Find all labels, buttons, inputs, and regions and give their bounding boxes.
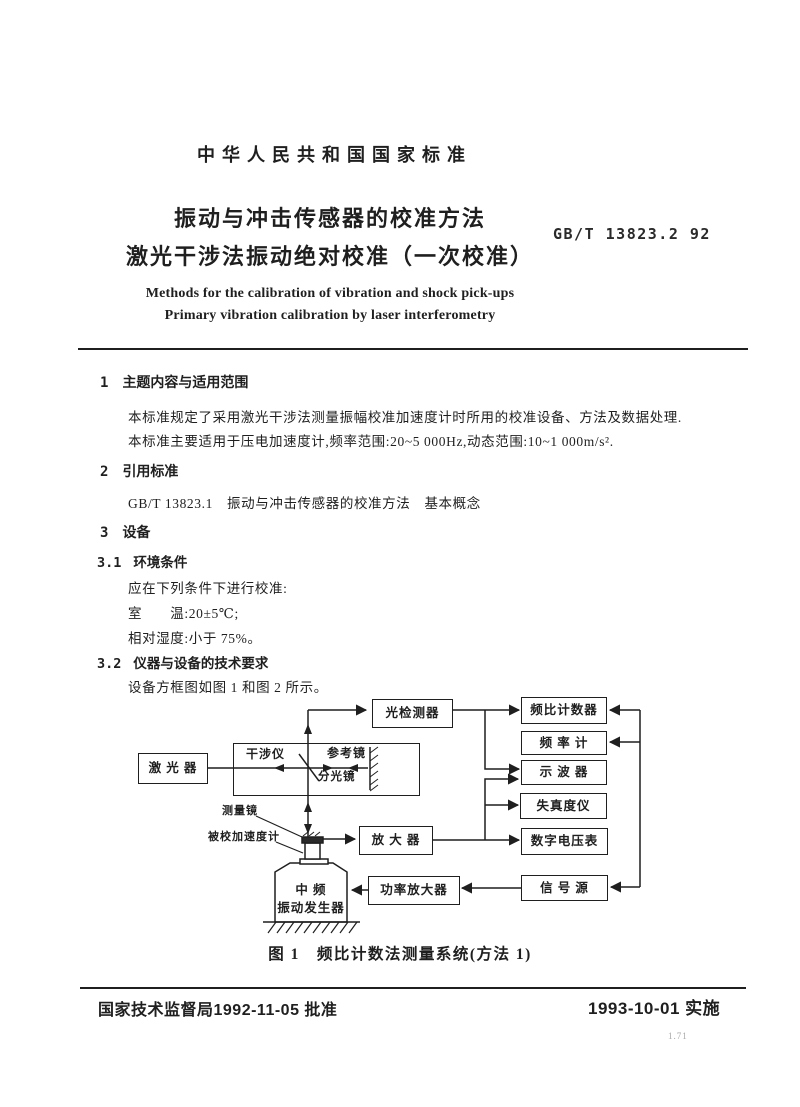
section-3-2-heading: 3.2 仪器与设备的技术要求: [97, 652, 268, 672]
amplifier-box: 放 大 器: [359, 826, 433, 855]
distortion-meter-box: 失真度仪: [520, 793, 607, 819]
frequency-meter-box: 频 率 计: [521, 731, 607, 755]
document-title-line1: 振动与冲击传感器的校准方法: [173, 206, 486, 231]
english-title-line2: Primary vibration calibration by laser i…: [164, 308, 496, 323]
header-rule: [78, 348, 748, 350]
faint-page-mark: 1.71: [668, 1031, 688, 1041]
section-3-number: 3: [100, 525, 109, 541]
signal-source-box: 信 号 源: [521, 875, 608, 901]
section-1-heading: 1 主题内容与适用范围: [100, 372, 248, 392]
laser-box: 激 光 器: [138, 753, 208, 784]
footer-implementation-date: 1993-10-01 实施: [588, 999, 721, 1018]
footer-rule: [80, 987, 746, 989]
accelerometer-leader: [275, 841, 304, 854]
section-3-1-line-2: 室 温:20±5℃;: [128, 606, 239, 621]
section-2-number: 2: [100, 464, 109, 480]
section-3-2-number: 3.2: [97, 656, 122, 672]
section-2-title: 引用标准: [122, 463, 179, 479]
section-1-paragraph-2: 本标准主要适用于压电加速度计,频率范围:20~5 000Hz,动态范围:10~1…: [128, 434, 614, 449]
measuring-mirror-leader: [255, 815, 303, 838]
ground-hatching: [267, 921, 358, 934]
oscilloscope-box: 示 波 器: [521, 760, 607, 785]
document-title-line2: 激光干涉法振动绝对校准（一次校准）: [125, 244, 534, 269]
power-amplifier-box: 功率放大器: [368, 876, 460, 905]
interferometer-label: 干涉仪: [246, 747, 286, 761]
section-2-heading: 2 引用标准: [100, 461, 178, 481]
diagram-lines: [206, 704, 641, 934]
section-3-2-line-1: 设备方框图如图 1 和图 2 所示。: [128, 680, 328, 695]
mirror-hatching: [369, 746, 379, 792]
photodetector-to-oscilloscope: [484, 710, 521, 775]
section-1-paragraph-1: 本标准规定了采用激光干涉法测量振幅校准加速度计时所用的校准设备、方法及数据处理.: [128, 410, 682, 425]
section-3-1-line-1: 应在下列条件下进行校准:: [128, 581, 288, 596]
section-3-title: 设备: [122, 524, 151, 540]
national-standard-header: 中华人民共和国国家标准: [197, 145, 472, 165]
figure-1-caption: 图 1 频比计数法测量系统(方法 1): [268, 946, 532, 963]
shaker-label-line2: 振动发生器: [277, 901, 345, 915]
reference-mirror-label: 参考镜: [327, 746, 367, 760]
photodetector-box: 光检测器: [372, 699, 453, 728]
beam-arrowheads: [274, 724, 358, 834]
figure-1-diagram: 激 光 器 光检测器 频比计数器 频 率 计 示 波 器 失真度仪 数字电压表 …: [0, 690, 800, 970]
section-3-2-title: 仪器与设备的技术要求: [133, 656, 269, 671]
mirror-top-hatching: [302, 831, 321, 837]
section-3-1-number: 3.1: [97, 555, 122, 571]
measuring-mirror-label: 测量镜: [222, 805, 258, 817]
accelerometer-under-test-label: 被校加速度计: [208, 831, 280, 843]
measuring-mirror-plate: [301, 836, 324, 844]
section-2-paragraph-1: GB/T 13823.1 振动与冲击传感器的校准方法 基本概念: [128, 496, 481, 511]
section-3-1-title: 环境条件: [133, 555, 188, 570]
section-1-number: 1: [100, 375, 109, 391]
section-3-heading: 3 设备: [100, 522, 150, 542]
accelerometer-body: [304, 842, 321, 860]
amplifier-to-oscilloscope: [484, 773, 520, 840]
section-1-title: 主题内容与适用范围: [122, 374, 249, 390]
shaker-box-label: 中 频 振动发生器: [275, 880, 347, 918]
standard-number: GB/T 13823.2 92: [553, 225, 711, 243]
beam-splitter-line: [298, 753, 320, 782]
ratio-counter-box: 频比计数器: [521, 697, 607, 724]
footer-approval: 国家技术监督局1992-11-05 批准: [98, 1002, 338, 1019]
section-3-1-heading: 3.1 环境条件: [97, 551, 187, 571]
digital-voltmeter-box: 数字电压表: [521, 828, 608, 855]
shaker-label-line1: 中 频: [295, 882, 327, 897]
section-3-1-line-3: 相对湿度:小于 75%。: [128, 631, 262, 646]
english-title-line1: Methods for the calibration of vibration…: [145, 286, 515, 301]
beam-splitter-label: 分光镜: [318, 771, 356, 783]
